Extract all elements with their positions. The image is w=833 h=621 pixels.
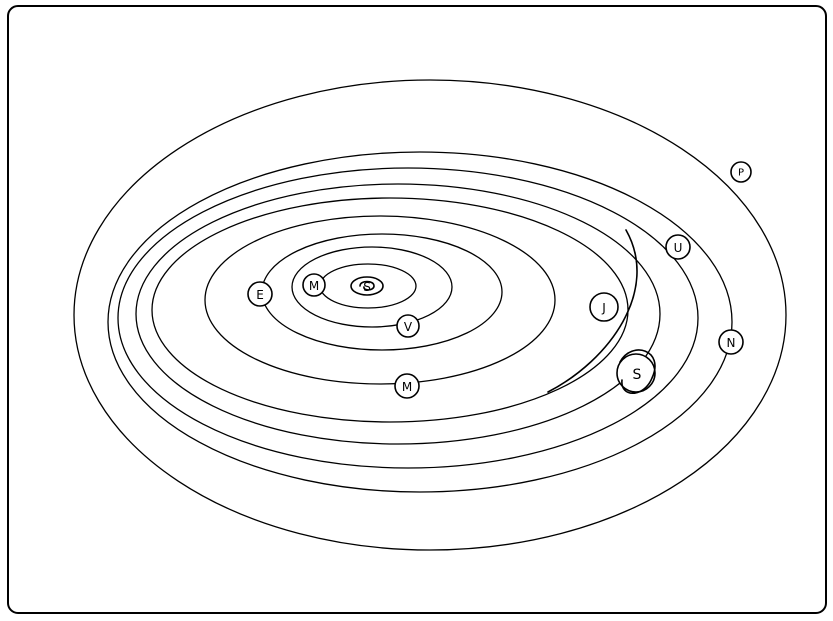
earth-body: E	[248, 282, 272, 306]
jupiter-body: J	[590, 293, 618, 321]
mars-label: M	[402, 380, 412, 394]
sun-label: S	[363, 280, 371, 294]
orbit-3	[262, 234, 502, 350]
neptune-label: N	[727, 336, 736, 350]
pluto-label: P	[738, 168, 744, 179]
orbit-6	[136, 184, 660, 444]
uranus-body: U	[666, 235, 690, 259]
venus-label: V	[404, 320, 413, 334]
saturn-label: S	[633, 367, 642, 383]
venus-body: V	[397, 315, 419, 337]
mercury-body: M	[303, 274, 325, 296]
mercury-label: M	[309, 279, 319, 293]
earth-label: E	[256, 288, 264, 302]
neptune-body: N	[719, 330, 743, 354]
saturn-body: S	[617, 350, 655, 393]
jupiter-label: J	[601, 301, 606, 315]
pluto-body: P	[731, 162, 751, 182]
orbit-8	[108, 152, 732, 492]
mars-body: M	[395, 374, 419, 398]
orbits	[74, 80, 786, 550]
uranus-label: U	[674, 241, 683, 255]
orbit-5	[152, 198, 628, 422]
sun-body: S	[351, 277, 383, 295]
